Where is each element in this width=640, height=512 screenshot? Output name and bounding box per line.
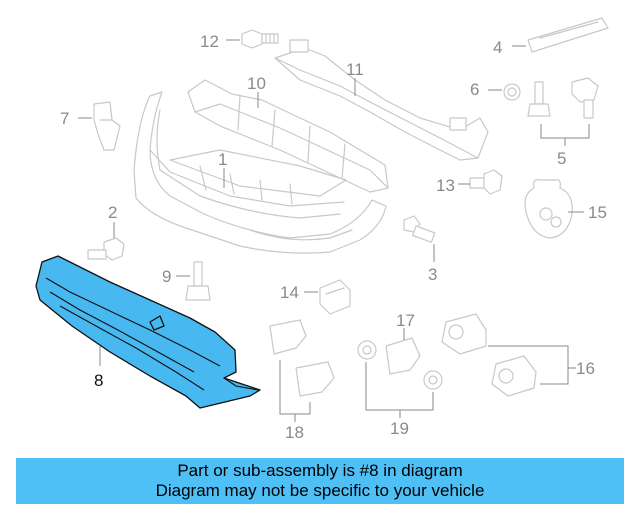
part-11-reinforcement-bar [274,39,489,161]
part-2-bolt [87,237,125,261]
callout-8: 8 [94,371,103,390]
callout-1: 1 [218,150,227,169]
callout-16: 16 [576,359,595,378]
callout-18: 18 [285,423,304,442]
callout-13: 13 [436,176,455,195]
callout-5: 5 [557,149,566,168]
callout-9: 9 [162,267,171,286]
part-5-bolts [527,77,599,119]
callout-14: 14 [280,283,299,302]
callout-10: 10 [247,74,266,93]
callout-17: 17 [396,311,415,330]
callout-6: 6 [470,80,479,99]
part-13-bolt [469,169,503,195]
part-1-bumper-cover [133,91,387,254]
caption-banner: Part or sub-assembly is #8 in diagram Di… [16,458,624,504]
part-15-hardware-bag [524,179,573,239]
callout-2: 2 [108,203,117,222]
callout-3: 3 [428,265,437,284]
part-7-bracket [93,101,121,151]
part-14-cover [319,279,351,315]
exploded-parts-diagram: 12 10 11 4 6 5 [35,17,609,442]
part-9-bolt [185,261,211,301]
callout-7: 7 [60,109,69,128]
part-18-brackets [269,319,335,397]
part-16-sensors [441,313,537,397]
part-8-grille-highlighted [35,255,261,409]
part-19-grommets [357,340,443,390]
part-3-bolt [403,215,436,243]
part-4-trim-strip [527,17,609,53]
callout-11: 11 [346,60,364,79]
caption-line-1: Part or sub-assembly is #8 in diagram [177,461,463,480]
part-12-bolt [241,29,279,49]
part-17-bracket [385,337,421,375]
callout-15: 15 [588,203,607,222]
callout-12: 12 [200,32,219,51]
part-10-energy-absorber [187,79,389,193]
callout-4: 4 [493,38,502,57]
part-6-clip [503,83,521,101]
caption-line-2: Diagram may not be specific to your vehi… [155,481,485,500]
callout-19: 19 [390,419,409,438]
